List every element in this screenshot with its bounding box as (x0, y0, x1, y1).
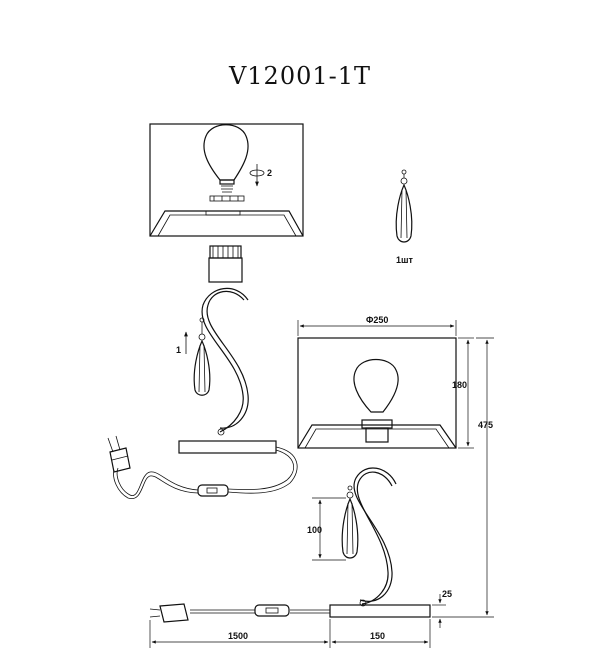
rotate-arrow-icon (249, 164, 265, 187)
dim-base-height (432, 594, 446, 628)
base-width-label: 150 (370, 631, 385, 641)
step-1-label: 1 (176, 345, 181, 355)
assembled-pendant (341, 485, 359, 559)
pendant-part (395, 169, 413, 243)
dim-pendant-length (312, 497, 346, 561)
exploded-shade (149, 123, 304, 237)
dim-total-height (432, 337, 494, 618)
pendant-length-label: 100 (307, 525, 322, 535)
exploded-bulb (203, 124, 249, 202)
assembled-cord (149, 603, 330, 623)
exploded-pendant (193, 317, 211, 396)
dim-shade-height (458, 337, 474, 449)
diameter-label: Φ250 (366, 315, 388, 325)
step-2-label: 2 (267, 168, 272, 178)
assembled-s-frame (353, 467, 397, 607)
dim-diameter (297, 320, 457, 336)
assembled-shade (297, 337, 457, 449)
model-title: V12001-1T (228, 62, 372, 90)
exploded-socket (208, 245, 243, 283)
dim-cord-and-base-width (149, 619, 431, 648)
exploded-cord (107, 435, 298, 499)
exploded-base (178, 440, 277, 454)
assembled-bulb (353, 358, 399, 443)
pendant-quantity: 1шт (396, 255, 414, 265)
shade-height-label: 180 (452, 380, 467, 390)
total-height-label: 475 (478, 420, 493, 430)
assembled-base (329, 604, 431, 618)
cord-length-label: 1500 (228, 631, 248, 641)
exploded-s-frame (201, 287, 249, 436)
base-height-label: 25 (442, 589, 452, 599)
